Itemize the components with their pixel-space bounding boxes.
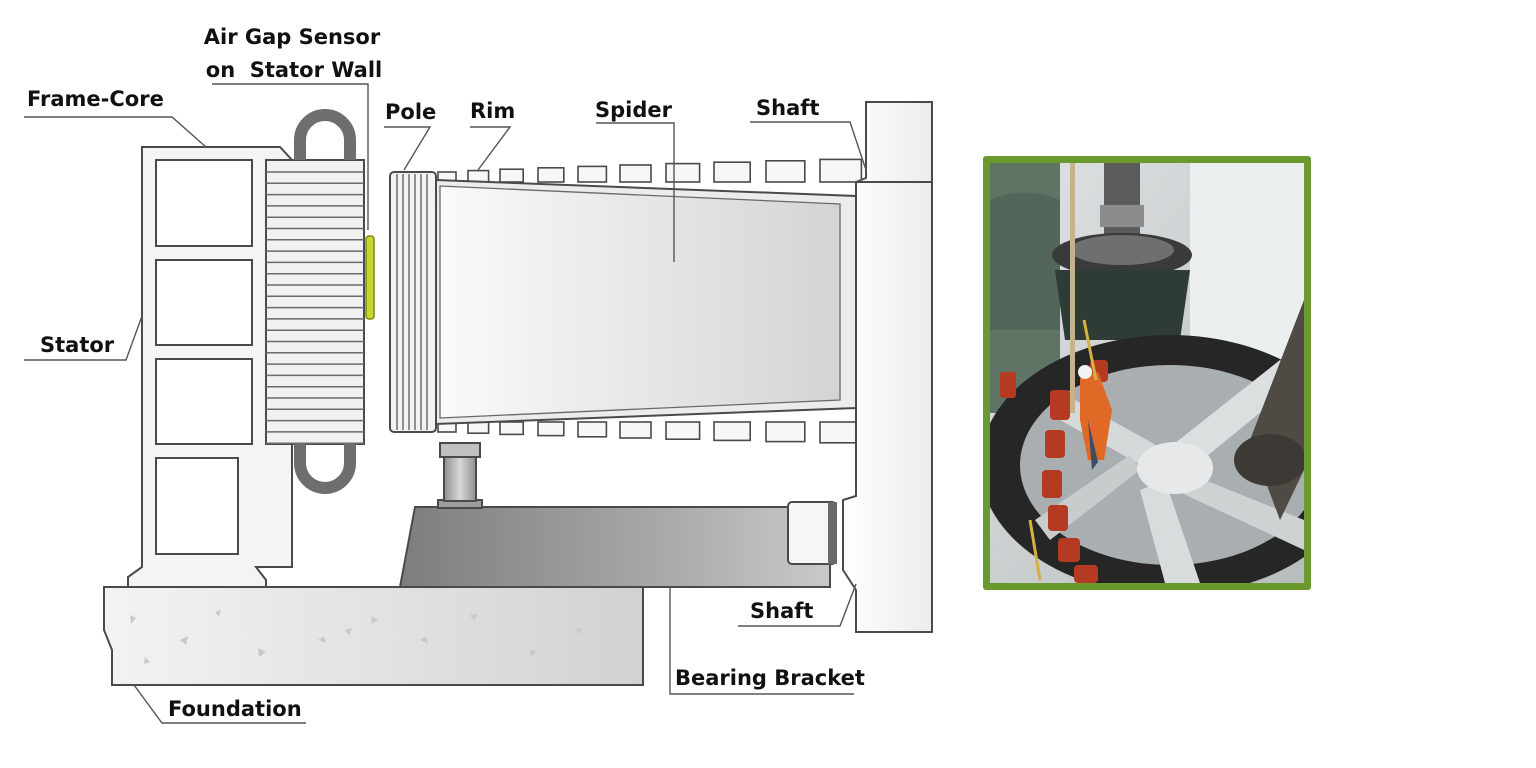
rim-tooth-top <box>819 158 863 183</box>
bearing-bracket <box>398 442 831 588</box>
stator-winding-bottom <box>294 444 356 494</box>
rotor-pole <box>389 171 437 433</box>
rim-tooth-top <box>619 164 652 183</box>
rim-tooth-top <box>499 168 525 183</box>
rim-tooth-bottom <box>619 421 652 439</box>
label-air-gap-sensor-line2: on Stator Wall <box>206 58 382 82</box>
label-frame-core: Frame-Core <box>27 87 164 111</box>
rim-tooth-top <box>467 169 490 183</box>
label-shaft-top: Shaft <box>756 96 819 120</box>
leader-lines <box>24 83 867 724</box>
guide-bearing <box>787 501 837 565</box>
rim-tooth-top <box>577 165 608 183</box>
rim-tooth-top <box>665 162 701 183</box>
rim-tooth-bottom <box>537 421 565 437</box>
rim-tooth-bottom <box>713 421 752 442</box>
label-foundation: Foundation <box>168 697 302 721</box>
foundation-block <box>103 586 644 686</box>
rim-tooth-top <box>765 160 806 183</box>
label-rim: Rim <box>470 99 515 123</box>
air-gap-sensor <box>365 235 375 320</box>
rim-tooth-bottom <box>467 421 490 434</box>
rim-tooth-top <box>713 161 752 183</box>
rim-tooth-bottom <box>765 421 806 443</box>
stator-frame <box>127 146 293 588</box>
rotor-spider <box>435 178 857 426</box>
label-spider: Spider <box>595 98 673 122</box>
stator-winding-top <box>294 109 356 160</box>
stator-core <box>265 159 365 445</box>
generator-shaft <box>842 101 933 633</box>
label-air-gap-sensor-line1: Air Gap Sensor <box>204 25 381 49</box>
rim-tooth-top <box>537 167 565 183</box>
label-pole: Pole <box>385 100 436 124</box>
label-shaft-bottom: Shaft <box>750 599 813 623</box>
generator-rotor-photo <box>983 156 1311 590</box>
label-bearing-bracket: Bearing Bracket <box>675 666 865 690</box>
rim-tooth-bottom <box>577 421 608 438</box>
rotor-rim-teeth <box>437 158 863 444</box>
rim-tooth-bottom <box>499 421 525 436</box>
rim-tooth-bottom <box>665 421 701 441</box>
label-stator: Stator <box>40 333 115 357</box>
